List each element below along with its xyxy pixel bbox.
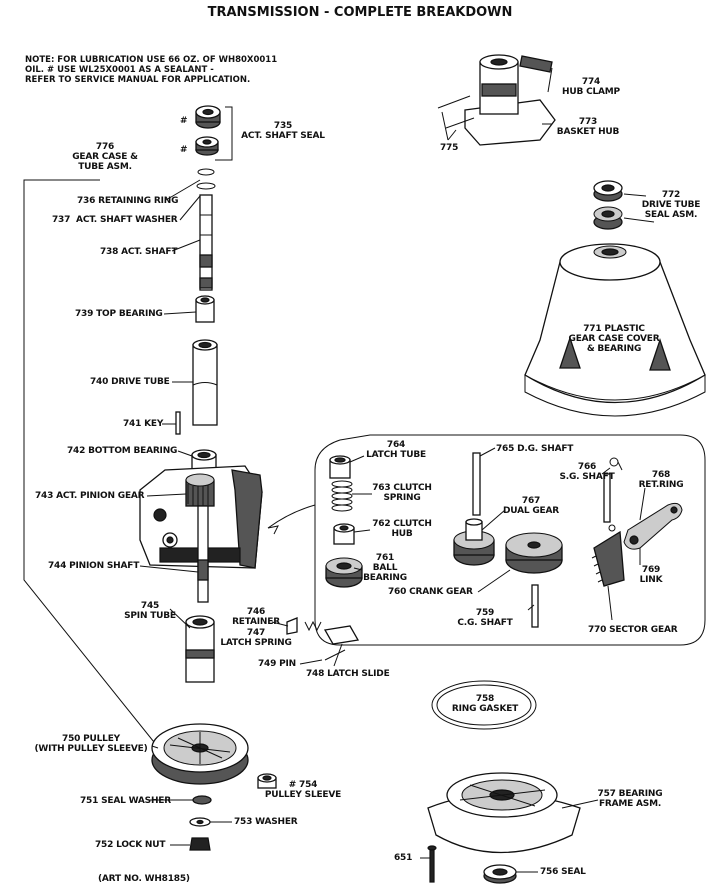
- pulley-part: [151, 723, 249, 785]
- crank-gear-part: [505, 532, 563, 574]
- label-760: 760 CRANK GEAR: [388, 587, 473, 597]
- lubrication-note: NOTE: FOR LUBRICATION USE 66 OZ. OF WH80…: [25, 55, 285, 85]
- label-753: 753 WASHER: [234, 817, 298, 827]
- seal-756-part: [483, 864, 517, 884]
- label-776: 776 GEAR CASE & TUBE ASM.: [72, 142, 138, 172]
- act-shaft-part: [199, 194, 213, 291]
- label-742: 742 BOTTOM BEARING: [67, 446, 178, 456]
- label-745: 745 SPIN TUBE: [124, 601, 176, 621]
- label-769: 769 LINK: [639, 565, 663, 585]
- note-line-3: REFER TO SERVICE MANUAL FOR APPLICATION.: [25, 75, 251, 85]
- label-774: 774 HUB CLAMP: [562, 77, 620, 97]
- link-part: [623, 502, 683, 550]
- label-756: 756 SEAL: [540, 867, 586, 877]
- label-754: # 754 PULLEY SLEEVE: [264, 780, 342, 800]
- top-bearing-part: [195, 295, 215, 323]
- clutch-spring-part: [331, 480, 353, 512]
- label-737: 737 ACT. SHAFT WASHER: [52, 215, 178, 225]
- label-741: 741 KEY: [123, 419, 164, 429]
- ring-gasket-part: [431, 680, 537, 730]
- basket-hub-part: [464, 54, 556, 146]
- sector-gear-part: [591, 530, 625, 587]
- label-739: 739 TOP BEARING: [75, 309, 163, 319]
- page-title: TRANSMISSION - COMPLETE BREAKDOWN: [207, 5, 513, 20]
- label-773: 773 BASKET HUB: [556, 117, 620, 137]
- label-757: 757 BEARING FRAME ASM.: [597, 789, 663, 809]
- ball-bearing-part: [325, 557, 363, 588]
- washer-lock-nut-parts: [189, 795, 212, 851]
- label-765: 765 D.G. SHAFT: [496, 444, 574, 454]
- label-764: 764 LATCH TUBE: [366, 440, 426, 460]
- left-assembly-bracket: [23, 106, 233, 763]
- label-736: 736 RETAINING RING: [77, 196, 179, 206]
- key-part: [175, 411, 181, 435]
- label-651: 651: [394, 853, 413, 863]
- label-749: 749 PIN: [258, 659, 296, 669]
- label-759: 759 C.G. SHAFT: [457, 608, 513, 628]
- retaining-ring-part: [196, 168, 216, 190]
- pinion-shaft-part: [197, 505, 209, 603]
- bearing-frame-part: [427, 772, 581, 854]
- label-738: 738 ACT. SHAFT: [100, 247, 178, 257]
- latch-tube-part: [329, 455, 351, 479]
- transmission-inset-outline: [267, 434, 706, 646]
- label-775: 775: [440, 143, 459, 153]
- label-768: 768 RET.RING: [638, 470, 684, 490]
- leader-lines: [139, 67, 655, 873]
- drive-tube-part: [192, 339, 218, 426]
- drive-tube-seal-part: [593, 180, 623, 230]
- hub-clamp-part: [519, 55, 553, 73]
- label-748: 748 LATCH SLIDE: [306, 669, 390, 679]
- label-747: 747 LATCH SPRING: [220, 628, 292, 648]
- label-744: 744 PINION SHAFT: [48, 561, 140, 571]
- bolt-775-part: [437, 95, 475, 129]
- dg-shaft-part: [472, 452, 481, 516]
- latch-parts: [286, 617, 360, 661]
- label-766: 766 S.G. SHAFT: [559, 462, 615, 482]
- label-761: 761 BALL BEARING: [363, 553, 407, 583]
- bolt-651-part: [427, 845, 437, 883]
- label-743: 743 ACT. PINION GEAR: [35, 491, 145, 501]
- act-pinion-gear-part: [185, 473, 215, 507]
- art-number: (ART NO. WH8185): [98, 874, 190, 884]
- gear-case-cover-part: [524, 243, 706, 417]
- label-767: 767 DUAL GEAR: [503, 496, 559, 516]
- label-750: 750 PULLEY (WITH PULLEY SLEEVE): [34, 734, 148, 754]
- label-735-hash-1: #: [180, 116, 188, 126]
- pulley-sleeve-part: [257, 773, 277, 789]
- act-shaft-seal-part: [195, 105, 221, 156]
- label-771: 771 PLASTIC GEAR CASE COVER & BEARING: [568, 324, 660, 354]
- label-752: 752 LOCK NUT: [95, 840, 166, 850]
- dual-gear-part: [453, 518, 495, 566]
- bottom-bearing-part: [191, 449, 217, 472]
- cg-shaft-part: [531, 584, 539, 628]
- label-735: 735 ACT. SHAFT SEAL: [241, 121, 325, 141]
- label-758: 758 RING GASKET: [451, 694, 519, 714]
- label-735-hash-2: #: [180, 145, 188, 155]
- label-770: 770 SECTOR GEAR: [588, 625, 678, 635]
- sg-shaft-part: [603, 457, 619, 532]
- label-763: 763 CLUTCH SPRING: [372, 483, 432, 503]
- spin-tube-part: [185, 615, 215, 683]
- label-762: 762 CLUTCH HUB: [372, 519, 432, 539]
- note-line-1: NOTE: FOR LUBRICATION USE 66 OZ. OF WH80…: [25, 55, 278, 65]
- clutch-hub-part: [333, 523, 355, 545]
- label-746: 746 RETAINER: [232, 607, 280, 627]
- label-772: 772 DRIVE TUBE SEAL ASM.: [641, 190, 701, 220]
- label-751: 751 SEAL WASHER: [80, 796, 171, 806]
- label-740: 740 DRIVE TUBE: [90, 377, 170, 387]
- note-line-2: OIL. # USE WL25X0001 AS A SEALANT -: [25, 65, 214, 75]
